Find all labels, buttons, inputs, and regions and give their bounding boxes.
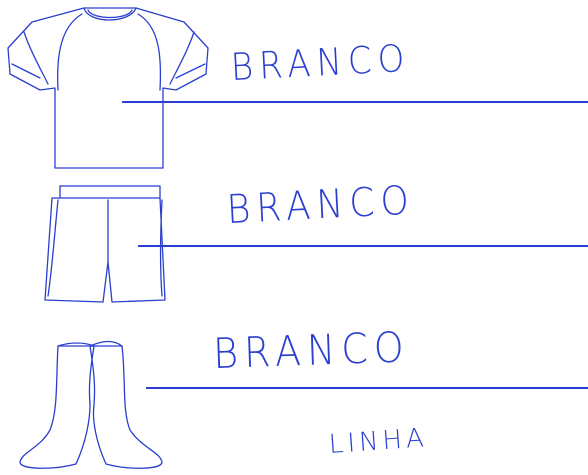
socks-drawing: [19, 340, 163, 469]
socks-color-label: BRANCO: [212, 322, 411, 378]
shorts-drawing: [44, 185, 166, 303]
shirt-color-label: BRANCO: [229, 36, 412, 90]
shirt-drawing: [7, 7, 209, 169]
